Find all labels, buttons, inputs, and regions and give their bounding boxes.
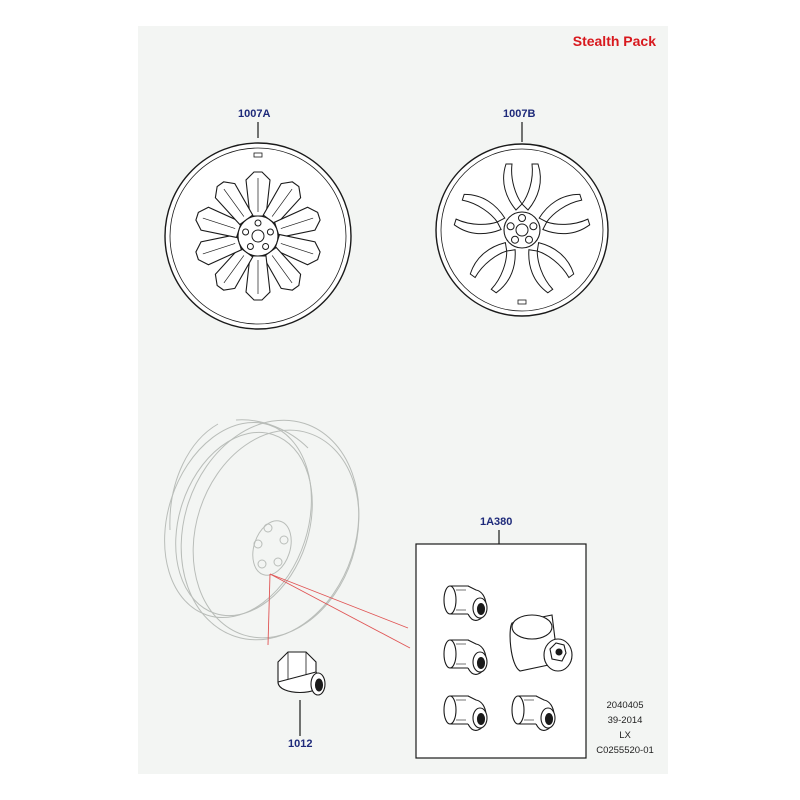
ghost-wheel-drawing bbox=[164, 419, 360, 641]
footer-code-1: 2040405 bbox=[606, 700, 644, 711]
footer-code-2: 39-2014 bbox=[607, 715, 643, 726]
footer-code-3: LX bbox=[619, 730, 631, 741]
wheel-1007a-drawing bbox=[164, 122, 352, 330]
footer-code-4: C0255520-01 bbox=[596, 745, 654, 756]
wheel-nut-drawing bbox=[277, 651, 326, 736]
callout-1a380: 1A380 bbox=[480, 516, 513, 528]
page-title: Stealth Pack bbox=[572, 33, 656, 49]
leader-lines bbox=[267, 573, 411, 649]
callout-1012: 1012 bbox=[288, 738, 313, 750]
lock-kit-drawing bbox=[415, 530, 587, 759]
callout-1007a: 1007A bbox=[238, 108, 271, 120]
callout-1007b: 1007B bbox=[503, 108, 536, 120]
wheel-1007b-drawing bbox=[435, 122, 609, 317]
